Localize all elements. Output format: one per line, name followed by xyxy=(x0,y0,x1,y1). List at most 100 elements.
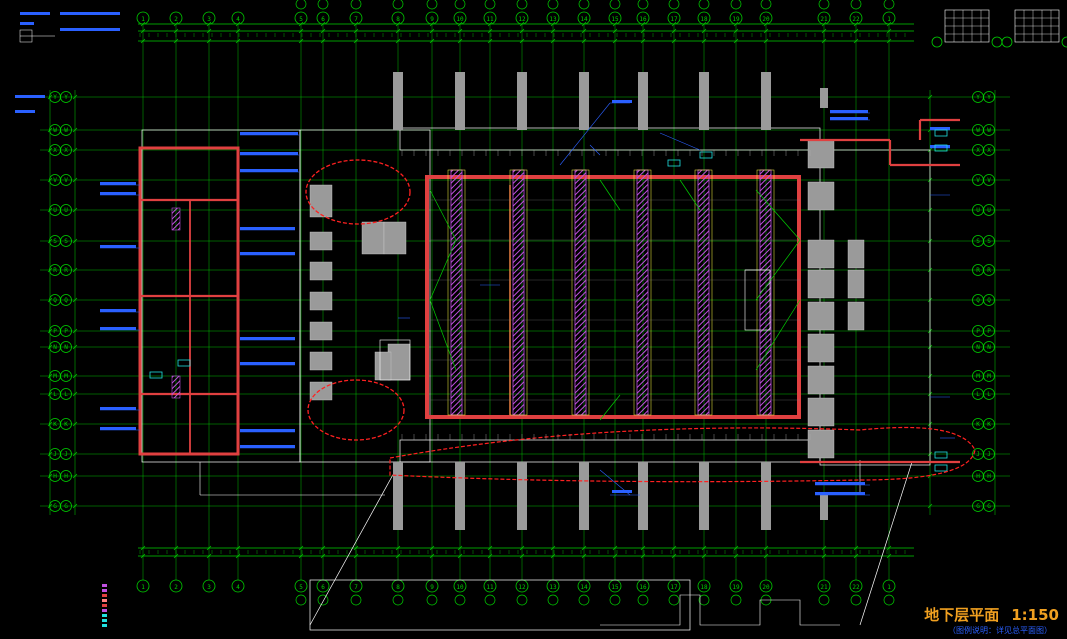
grid-bubble-top-secondary xyxy=(698,0,710,10)
grid-bubble-right-secondary xyxy=(983,388,995,400)
equipment-block xyxy=(807,181,835,211)
annotation-text xyxy=(60,28,120,31)
grid-bubble-label-right: U xyxy=(976,207,980,214)
wall-left-wing xyxy=(138,146,240,456)
dimension-tick xyxy=(612,38,618,44)
grid-bubble-bottom-secondary xyxy=(454,594,466,606)
grid-bubble-label-right: X xyxy=(976,147,980,154)
grid-bubble-label-right-secondary: G xyxy=(987,503,991,510)
legend-swatch xyxy=(102,609,107,612)
dimension-tick xyxy=(298,553,304,559)
wall-central-core xyxy=(425,175,801,419)
grid-bubble-label-left: M xyxy=(53,373,57,380)
grid-bubble-label-top: 18 xyxy=(700,16,708,23)
drawing-title-text: 地下层平面 xyxy=(924,606,1000,624)
dimension-tick xyxy=(206,21,212,27)
grid-bubble-label-left-secondary: J xyxy=(64,451,68,458)
grid-bubble-top-secondary xyxy=(637,0,649,10)
dimension-tick xyxy=(235,21,241,27)
dimension-tick xyxy=(320,38,326,44)
grid-bubble-bottom-secondary xyxy=(637,594,649,606)
grid-bubble-label-left-secondary: X xyxy=(64,147,68,154)
grid-bubble-label-right-secondary: L xyxy=(987,391,991,398)
grid-bubble-right-secondary xyxy=(983,91,995,103)
dimension-tick xyxy=(173,28,179,34)
dimension-tick xyxy=(72,207,78,213)
brace-line xyxy=(429,239,457,301)
grid-bubble-left-secondary xyxy=(60,370,72,382)
dimension-tick xyxy=(519,21,525,27)
structural-column-bottom xyxy=(699,462,709,530)
brace-line xyxy=(755,189,801,241)
grid-bubble-label-left: U xyxy=(53,207,57,214)
grid-bubble-bottom xyxy=(231,579,245,593)
grid-bubble-left-secondary xyxy=(60,388,72,400)
fixture-marker xyxy=(934,129,948,137)
dimension-tick xyxy=(763,553,769,559)
grid-bubble-label-left-secondary: Q xyxy=(64,297,68,304)
grid-bubble-label-bottom: 15 xyxy=(611,584,619,591)
grid-bubble-label-top: 20 xyxy=(762,16,770,23)
grid-bubble-bottom-secondary xyxy=(350,594,362,606)
grid-bubble-label-right-secondary: X xyxy=(987,147,991,154)
grid-bubble-right-secondary xyxy=(983,370,995,382)
dimension-tick xyxy=(550,545,556,551)
dimension-tick xyxy=(47,391,53,397)
structural-column-top xyxy=(455,72,465,130)
grid-bubble-label-right: V xyxy=(976,177,980,184)
grid-bubble-bottom xyxy=(849,579,863,593)
grid-bubble-label-right-secondary: W xyxy=(987,127,991,134)
grid-bubble-bottom-secondary xyxy=(484,594,496,606)
annotation-text xyxy=(240,132,298,135)
equipment-block xyxy=(807,397,835,427)
dimension-tick xyxy=(173,553,179,559)
equipment-block xyxy=(387,343,411,381)
grid-bubble-label-left-secondary: P xyxy=(64,328,68,335)
dimension-tick xyxy=(47,373,53,379)
dimension-tick xyxy=(298,28,304,34)
legend-swatch xyxy=(102,599,107,602)
structural-column-top xyxy=(517,72,527,130)
dimension-tick xyxy=(395,553,401,559)
grid-bubble-label-bottom: 4 xyxy=(236,584,240,591)
dimension-tick xyxy=(886,545,892,551)
grid-bubble-label-left: X xyxy=(53,147,57,154)
dimension-tick xyxy=(519,553,525,559)
grid-bubble-label-right: R xyxy=(976,267,980,274)
grid-bubble-bottom xyxy=(294,579,308,593)
annotation-leader xyxy=(559,102,611,166)
grid-bubble-label-top: 2 xyxy=(174,16,178,23)
legend-swatch xyxy=(102,594,107,597)
grid-bubble-label-bottom: 2 xyxy=(174,584,178,591)
dimension-tick xyxy=(671,38,677,44)
brace-line xyxy=(429,189,457,241)
dimension-tick xyxy=(395,21,401,27)
grid-bubble-label-top: 12 xyxy=(518,16,526,23)
structural-column-top xyxy=(638,72,648,130)
dimension-tick xyxy=(235,545,241,551)
grid-bubble-label-right: G xyxy=(976,503,980,510)
grid-bubble-bottom xyxy=(817,579,831,593)
annotation-text xyxy=(100,427,136,430)
equipment-block xyxy=(309,351,333,371)
grid-bubble-right-secondary xyxy=(983,500,995,512)
dimension-tick xyxy=(640,38,646,44)
grid-bubble-bottom-secondary xyxy=(668,594,680,606)
dimension-tick xyxy=(886,21,892,27)
section-legend-bubble xyxy=(1061,36,1067,48)
fixture-marker xyxy=(699,151,713,159)
grid-bubble-label-right-secondary: P xyxy=(987,328,991,335)
dimension-tick xyxy=(519,28,525,34)
grid-bubble-left-secondary xyxy=(60,264,72,276)
dimension-tick xyxy=(206,545,212,551)
dimension-tick xyxy=(733,545,739,551)
bay-outline-left xyxy=(299,129,431,463)
annotation-leader xyxy=(659,132,701,151)
structural-column-top xyxy=(820,88,828,108)
shear-wall-outline xyxy=(571,169,590,416)
dimension-tick xyxy=(853,545,859,551)
grid-bubble-top-secondary xyxy=(350,0,362,10)
dimension-tick xyxy=(72,94,78,100)
grid-bubble-left-secondary xyxy=(60,500,72,512)
